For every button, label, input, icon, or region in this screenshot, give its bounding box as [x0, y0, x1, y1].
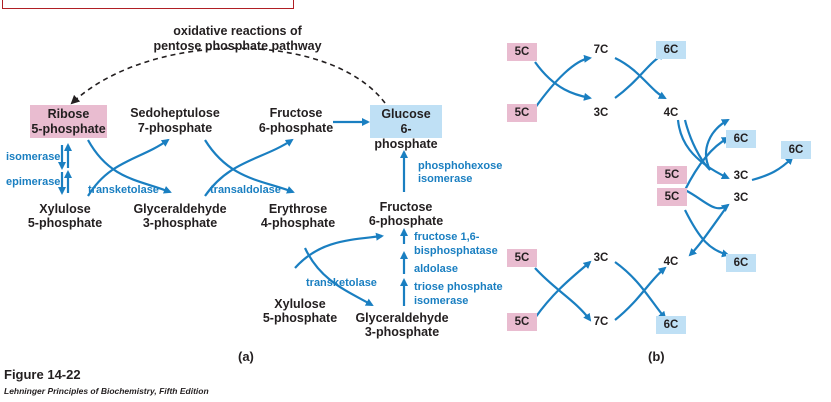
- mol-5c-5: 5C: [507, 249, 537, 267]
- epimerase-label: epimerase: [6, 176, 61, 188]
- erythrose-line1: Erythrose: [268, 202, 328, 216]
- transketolase-label-1: transketolase: [88, 184, 159, 196]
- fructose-mid-line2: 6-phosphate: [368, 214, 444, 228]
- phosphohexose-label-1: phosphohexose: [418, 160, 503, 172]
- ribose-line2: 5-phosphate: [31, 122, 106, 136]
- glyceraldehyde-bottom-line2: 3-phosphate: [364, 325, 440, 339]
- sedoheptulose-line1: Sedoheptulose: [130, 106, 220, 120]
- aldolase-label: aldolase: [414, 263, 459, 275]
- top-border-decoration: [2, 0, 294, 9]
- isomerase-label: isomerase: [6, 151, 61, 163]
- fructose-mid-line1: Fructose: [379, 200, 433, 214]
- xylulose-bottom-line2: 5-phosphate: [262, 311, 338, 325]
- fbpase-label-1: fructose 1,6-: [414, 231, 480, 243]
- mol-3c-2: 3C: [733, 170, 749, 182]
- xylulose-left-line2: 5-phosphate: [27, 216, 103, 230]
- mol-7c-2: 7C: [593, 316, 609, 328]
- fbpase-label-2: bisphosphatase: [414, 245, 498, 257]
- mol-5c-1: 5C: [507, 43, 537, 61]
- mol-4c-1: 4C: [663, 107, 679, 119]
- glyceraldehyde-mid-line1: Glyceraldehyde: [133, 202, 227, 216]
- erythrose-line2: 4-phosphate: [260, 216, 336, 230]
- glucose-line2: 6-phosphate: [374, 122, 438, 151]
- ribose-line1: Ribose: [47, 107, 90, 121]
- mol-3c-3: 3C: [733, 192, 749, 204]
- mol-6c-4: 6C: [726, 254, 756, 272]
- phosphohexose-label-2: isomerase: [418, 173, 473, 185]
- fructose-top-line1: Fructose: [269, 106, 323, 120]
- mol-5c-3: 5C: [657, 166, 687, 184]
- mol-5c-6: 5C: [507, 313, 537, 331]
- transaldolase-label: transaldolase: [210, 184, 281, 196]
- glucose-line1: Glucose: [381, 107, 431, 121]
- tpi-label-1: triose phosphate: [414, 281, 503, 293]
- glyceraldehyde-mid-line2: 3-phosphate: [142, 216, 218, 230]
- mol-3c-1: 3C: [593, 107, 609, 119]
- glucose-6-phosphate-box: Glucose 6-phosphate: [370, 105, 442, 151]
- figure-number: Figure 14-22: [4, 367, 81, 382]
- mol-7c-1: 7C: [593, 44, 609, 56]
- mol-4c-2: 4C: [663, 256, 679, 268]
- xylulose-left-line1: Xylulose: [39, 202, 91, 216]
- mol-6c-1: 6C: [656, 41, 686, 59]
- sedoheptulose-line2: 7-phosphate: [137, 121, 213, 135]
- oxidative-label-1: oxidative reactions of: [173, 24, 302, 38]
- oxidative-label-2: pentose phosphate pathway: [153, 39, 322, 53]
- panel-label-a: (a): [238, 349, 254, 364]
- panel-label-b: (b): [648, 349, 665, 364]
- xylulose-bottom-line1: Xylulose: [274, 297, 326, 311]
- figure-source: Lehninger Principles of Biochemistry, Fi…: [4, 386, 209, 396]
- fructose-top-line2: 6-phosphate: [258, 121, 334, 135]
- mol-6c-3: 6C: [781, 141, 811, 159]
- mol-3c-4: 3C: [593, 252, 609, 264]
- ribose-5-phosphate-box: Ribose 5-phosphate: [30, 105, 107, 138]
- tpi-label-2: isomerase: [414, 295, 469, 307]
- glyceraldehyde-bottom-line1: Glyceraldehyde: [355, 311, 449, 325]
- mol-6c-5: 6C: [656, 316, 686, 334]
- transketolase-label-2: transketolase: [306, 277, 377, 289]
- mol-5c-2: 5C: [507, 104, 537, 122]
- mol-5c-4: 5C: [657, 188, 687, 206]
- oxidative-arc: [70, 47, 386, 105]
- mol-6c-2: 6C: [726, 130, 756, 148]
